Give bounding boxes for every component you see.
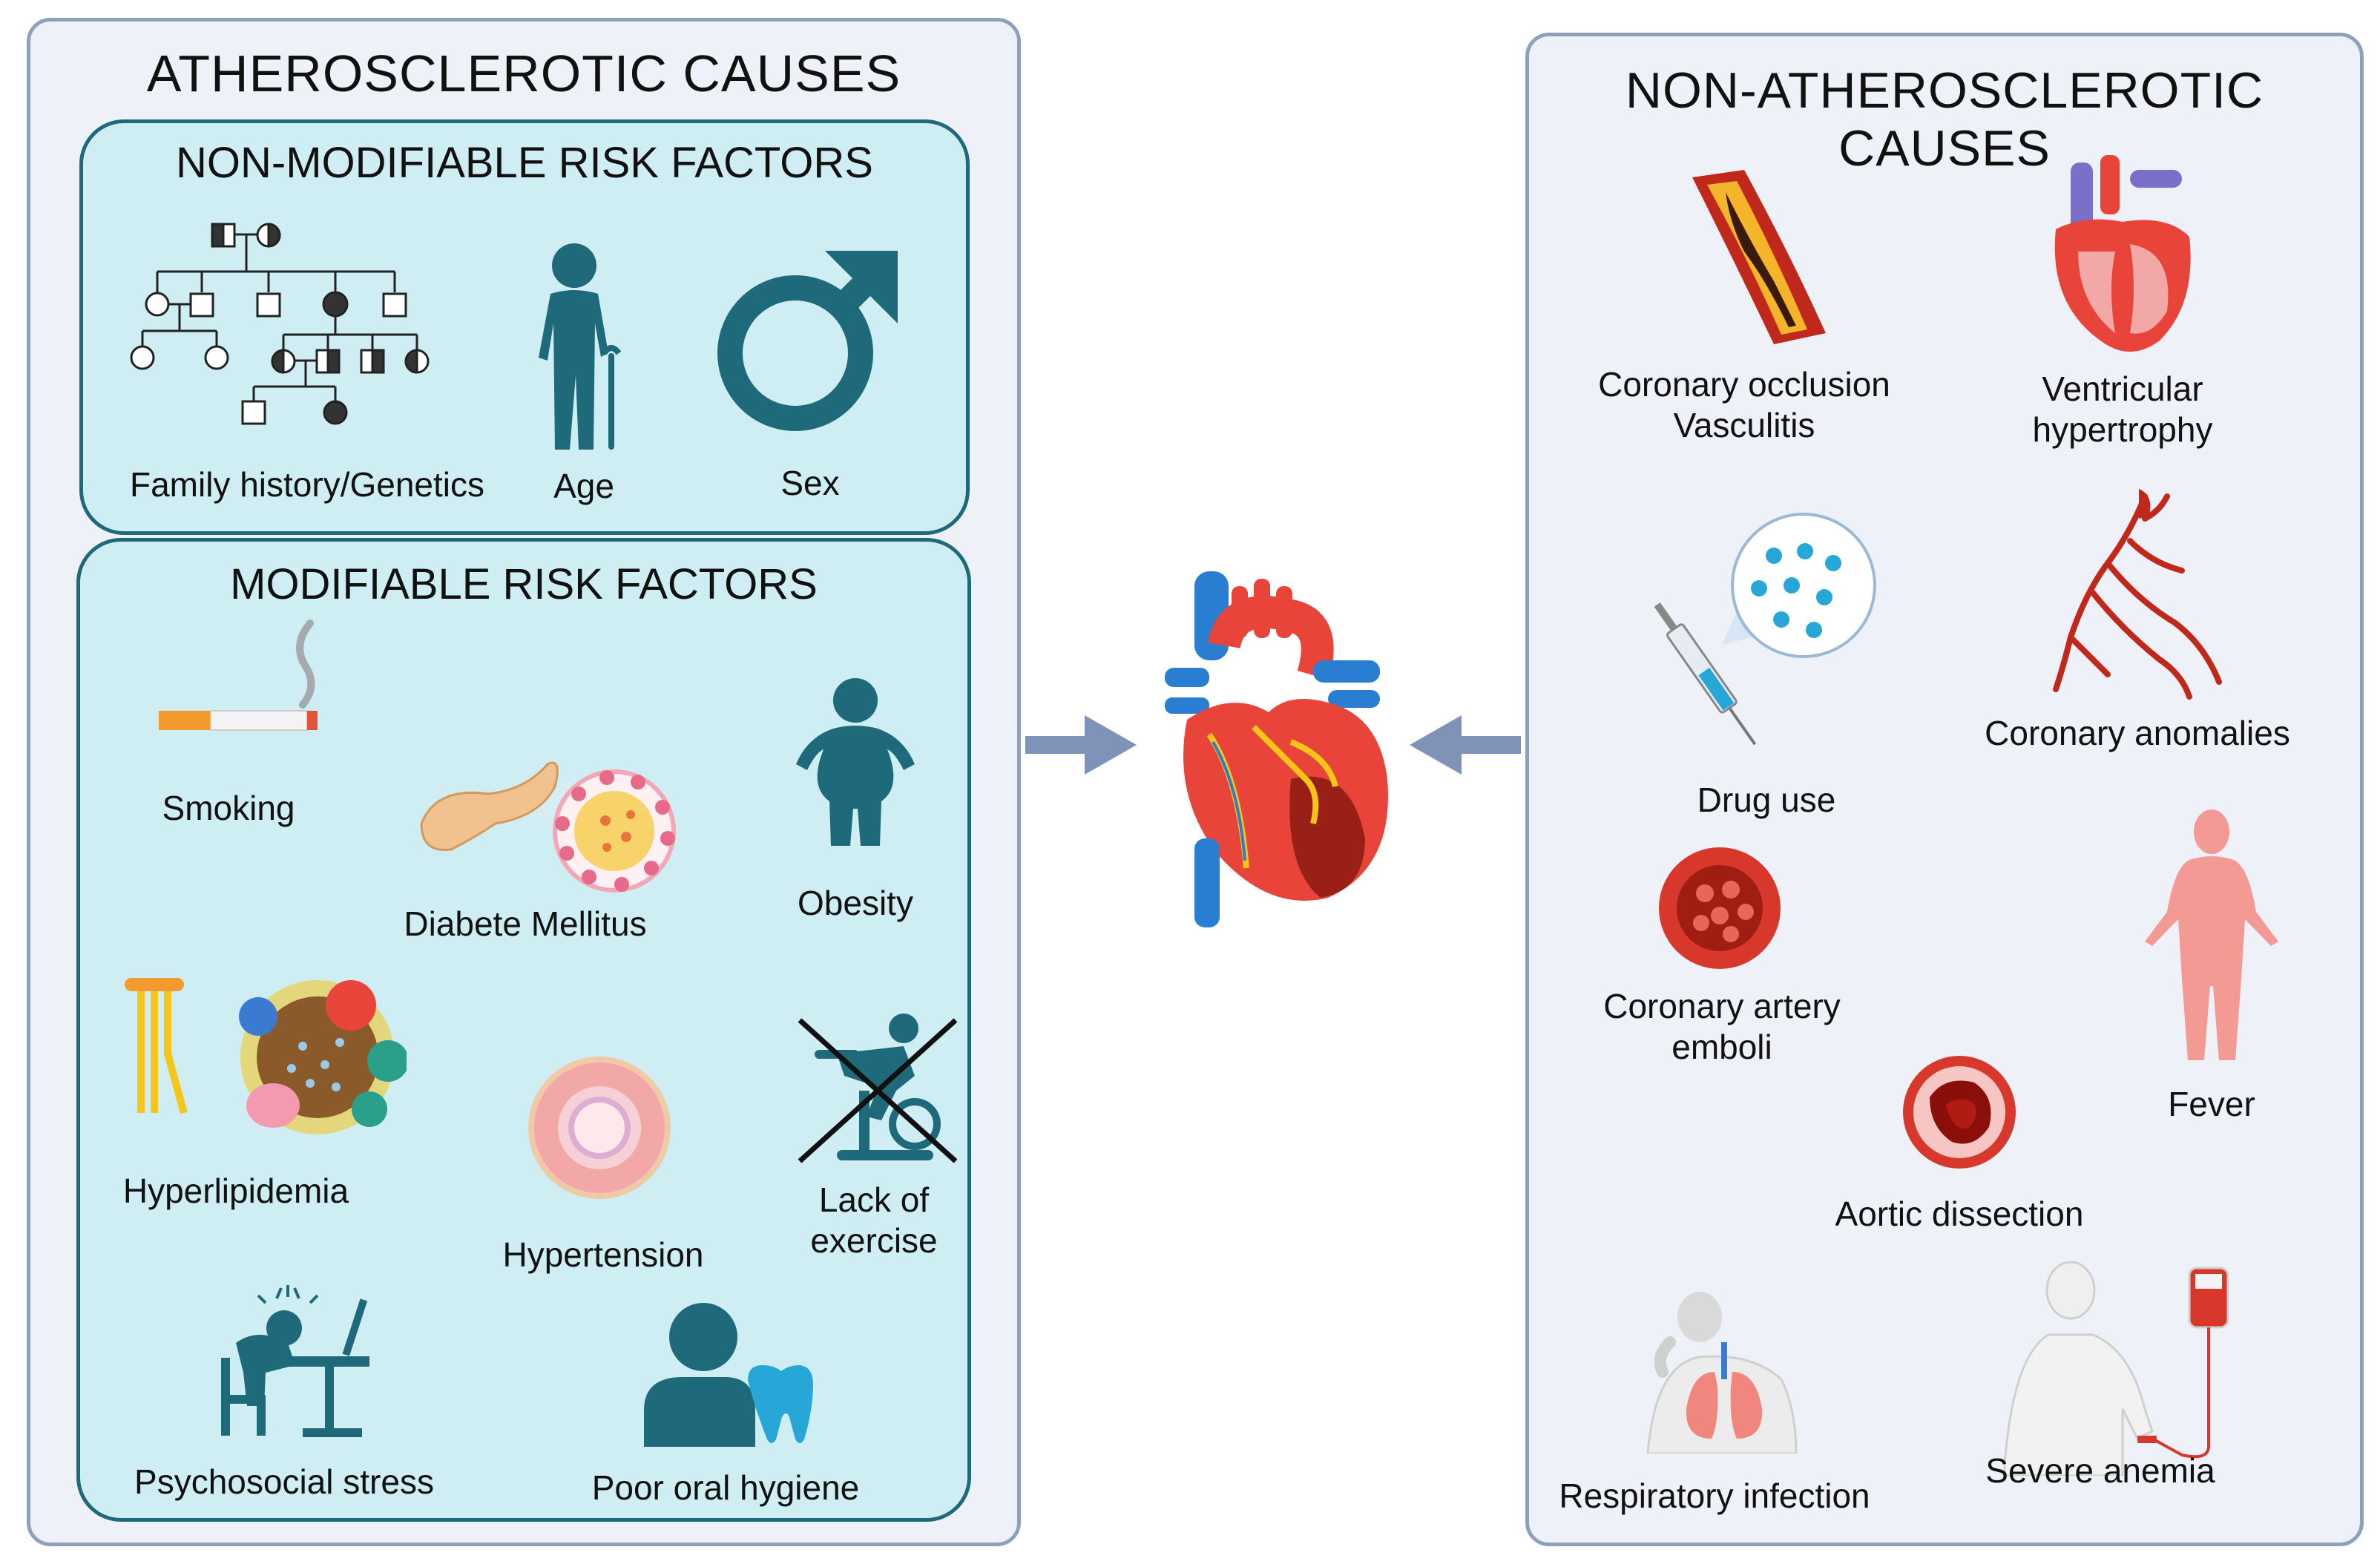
male-symbol-icon [714, 242, 907, 435]
heart-section-icon [2048, 155, 2197, 363]
blood-clot-icon [1657, 845, 1783, 971]
sex-label: Sex [780, 464, 840, 502]
pancreas-icon [407, 749, 681, 898]
modifiable-risk-factors-group: MODIFIABLE RISK FACTORS Smoking [76, 538, 971, 1522]
atherosclerotic-causes-panel: ATHEROSCLEROTIC CAUSES NON-MODIFIABLE RI… [27, 18, 1021, 1546]
modifiable-title: MODIFIABLE RISK FACTORS [230, 560, 818, 608]
human-body-icon [2137, 808, 2286, 1068]
stressed-person-icon [206, 1284, 377, 1439]
person-tooth-icon [644, 1298, 815, 1447]
syringe-icon [1640, 511, 1878, 756]
severe-anemia-label: Severe anemia [1985, 1451, 2215, 1490]
elderly-person-icon [521, 242, 640, 457]
diabetes-label: Diabete Mellitus [404, 904, 647, 943]
crossed-exercise-bike-icon [792, 1009, 963, 1172]
non-modifiable-title: NON-MODIFIABLE RISK FACTORS [176, 139, 873, 187]
aortic-dissection-label: Aortic dissection [1835, 1195, 2084, 1233]
fever-label: Fever [2168, 1085, 2255, 1123]
hyperlipidemia-label: Hyperlipidemia [122, 1172, 349, 1210]
non-atherosclerotic-causes-panel: NON-ATHEROSCLEROTIC CAUSES Coronary occl… [1525, 33, 2364, 1546]
right-arrow-icon [1025, 715, 1137, 775]
poor-oral-hygiene-label: Poor oral hygiene [591, 1468, 860, 1507]
cigarette-icon [154, 616, 332, 742]
lungs-cough-icon [1640, 1290, 1804, 1453]
hypertension-label: Hypertension [502, 1235, 704, 1274]
obese-person-icon [792, 675, 918, 853]
aorta-section-icon [1900, 1053, 2019, 1172]
coronary-tree-icon [2041, 489, 2234, 712]
family-history-label: Family history/Genetics [129, 465, 484, 504]
drug-use-label: Drug use [1697, 781, 1836, 819]
atherosclerotic-causes-title: ATHEROSCLEROTIC CAUSES [146, 45, 901, 102]
anatomical-heart-icon [1143, 556, 1410, 927]
lipoprotein-icon [125, 972, 407, 1143]
smoking-label: Smoking [162, 789, 295, 827]
left-arrow-icon [1410, 715, 1521, 775]
coronary-anomalies-label: Coronary anomalies [1985, 714, 2290, 752]
artery-cross-section-icon [525, 1054, 674, 1202]
respiratory-infection-label: Respiratory infection [1559, 1476, 1870, 1515]
obesity-label: Obesity [798, 884, 913, 922]
occluded-vessel-icon [1685, 162, 1833, 348]
age-label: Age [553, 467, 614, 505]
non-modifiable-risk-factors-group: NON-MODIFIABLE RISK FACTORS [79, 119, 970, 535]
psychosocial-stress-label: Psychosocial stress [134, 1462, 434, 1501]
pedigree-chart-icon [113, 212, 439, 435]
non-atherosclerotic-causes-title: NON-ATHEROSCLEROTIC CAUSES [1625, 62, 2264, 177]
blood-transfusion-icon [2004, 1261, 2241, 1476]
